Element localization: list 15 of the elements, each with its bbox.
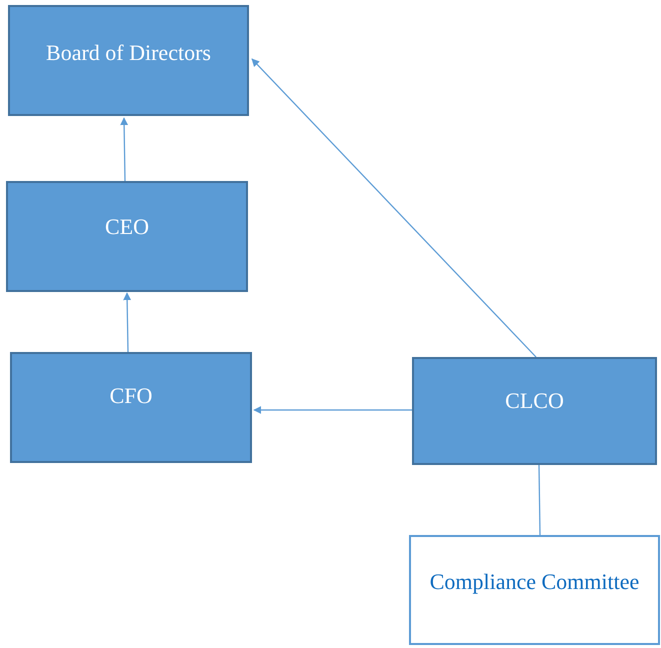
org-box: [412, 357, 657, 465]
connector-line: [538, 465, 541, 535]
arrow: [251, 58, 536, 358]
arrow: [253, 406, 412, 414]
box-label: CEO: [104, 214, 150, 240]
org-box: [409, 535, 660, 645]
arrow: [123, 292, 132, 352]
box-label: Board of Directors: [45, 40, 212, 66]
arrow: [120, 117, 128, 182]
box-label: CFO: [108, 382, 154, 408]
org-box: [6, 181, 248, 292]
box-label: CLCO: [504, 388, 565, 414]
org-box: [8, 5, 249, 116]
org-box: [10, 352, 252, 463]
box-label: Compliance Committee: [428, 569, 640, 595]
